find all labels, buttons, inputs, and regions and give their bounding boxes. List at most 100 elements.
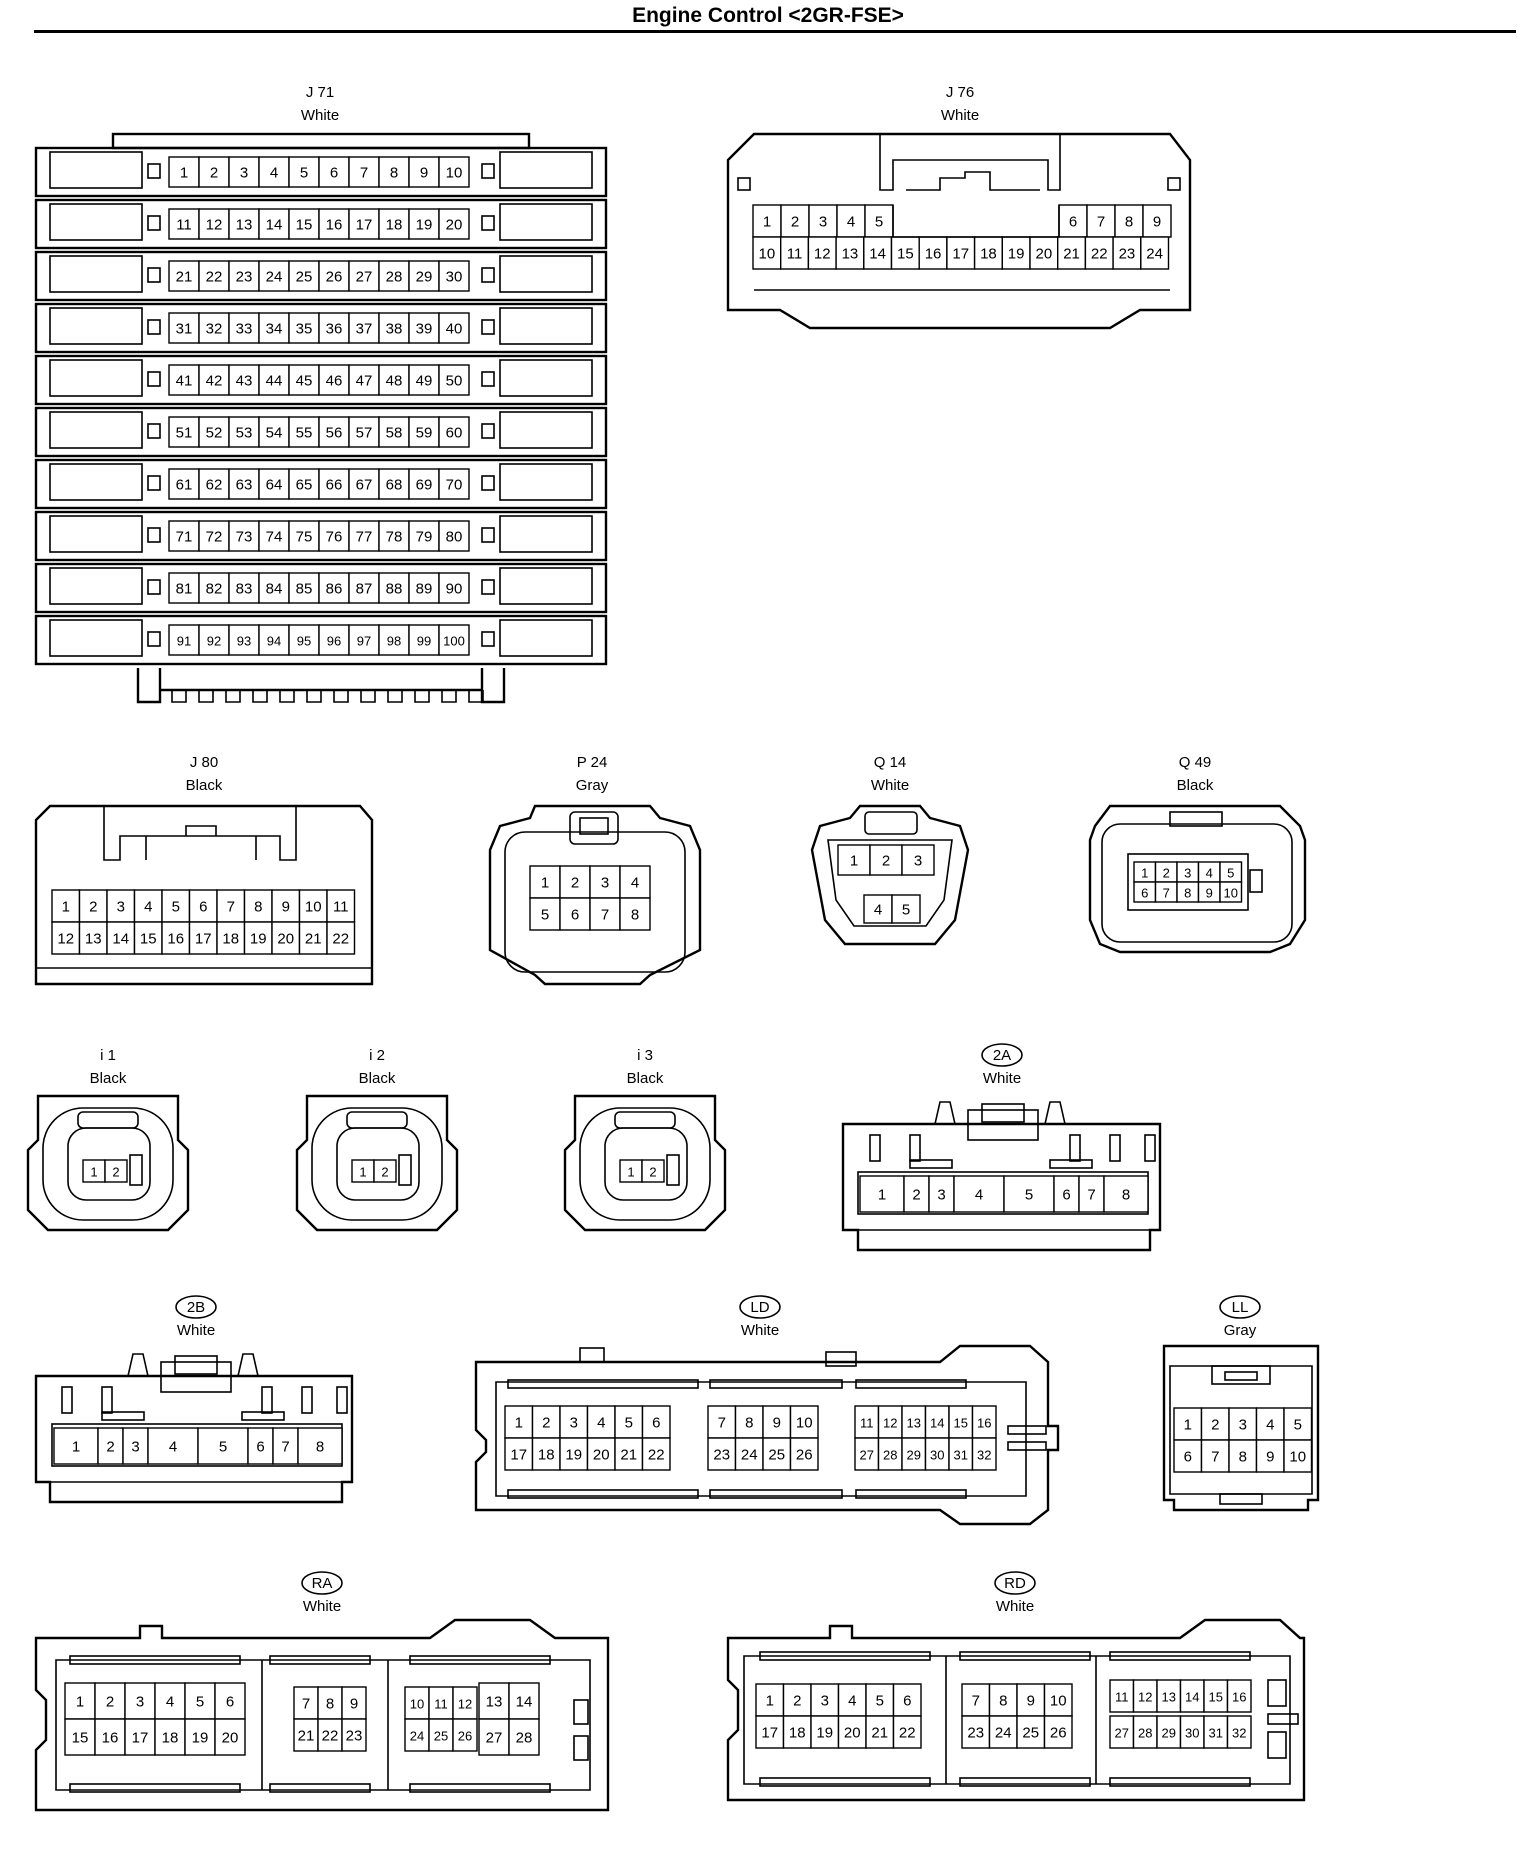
pin-label: 18 xyxy=(538,1447,555,1464)
pin-cell xyxy=(1140,236,1170,270)
pin-label: 11 xyxy=(860,1416,874,1431)
pin-label: 5 xyxy=(1294,1417,1302,1434)
pin-cell xyxy=(293,1686,319,1720)
connector-name: P 24 xyxy=(577,754,608,771)
pin-cell xyxy=(1001,236,1031,270)
pin-label: 4 xyxy=(848,1693,856,1710)
pin-cell xyxy=(891,894,921,924)
pin-label: 83 xyxy=(236,581,253,598)
pin-label: 17 xyxy=(132,1730,149,1747)
pin-label: 3 xyxy=(601,875,609,892)
pin-label: 30 xyxy=(1185,1726,1199,1741)
pin-label: 10 xyxy=(759,246,776,263)
pin-label: 30 xyxy=(930,1448,944,1463)
pin-label: 9 xyxy=(420,165,428,182)
pin-label: 10 xyxy=(1289,1449,1306,1466)
pin-label: 9 xyxy=(773,1415,781,1432)
pin-cell xyxy=(892,1683,922,1717)
pin-cell xyxy=(258,208,290,240)
pin-label: 15 xyxy=(1209,1690,1223,1705)
pin-label: 11 xyxy=(176,217,192,234)
pin-label: 52 xyxy=(206,425,223,442)
pin-cell xyxy=(348,208,380,240)
connector-color: Gray xyxy=(576,777,609,794)
pin-cell xyxy=(318,572,350,604)
pin-label: 97 xyxy=(357,634,371,649)
pin-label: 6 xyxy=(256,1439,264,1456)
pin-label: 2 xyxy=(1163,866,1170,881)
pin-label: 4 xyxy=(975,1187,983,1204)
pin-cell xyxy=(288,416,320,448)
pin-label: 2 xyxy=(210,165,218,182)
pin-label: 94 xyxy=(267,634,281,649)
pin-cell xyxy=(452,1686,478,1720)
pin-cell xyxy=(318,364,350,396)
pin-cell xyxy=(438,260,470,292)
pin-label: 2 xyxy=(882,853,890,870)
pin-label: 60 xyxy=(446,425,463,442)
pin-label: 17 xyxy=(356,217,373,234)
connector-name: J 76 xyxy=(946,84,974,101)
pin-label: 1 xyxy=(76,1694,84,1711)
pin-label: 6 xyxy=(1069,214,1077,231)
connector-color: White xyxy=(871,777,909,794)
pin-label: 28 xyxy=(516,1730,533,1747)
pin-cell xyxy=(903,1175,930,1213)
pin-label: 22 xyxy=(206,269,223,286)
pin-label: 16 xyxy=(167,931,184,948)
pin-cell xyxy=(228,468,260,500)
pin-label: 72 xyxy=(206,529,223,546)
pin-label: 5 xyxy=(625,1415,633,1432)
pin-label: 8 xyxy=(326,1696,334,1713)
pin-label: 8 xyxy=(631,907,639,924)
pin-label: 4 xyxy=(597,1415,605,1432)
pin-label: 49 xyxy=(416,373,433,390)
pin-label: 23 xyxy=(967,1725,984,1742)
pin-label: 25 xyxy=(768,1447,785,1464)
pin-label: 19 xyxy=(565,1447,582,1464)
connector-color: Black xyxy=(90,1070,127,1087)
pin-cell xyxy=(297,1427,343,1465)
pin-label: 7 xyxy=(1097,214,1105,231)
pin-label: 13 xyxy=(842,246,859,263)
pin-cell xyxy=(288,520,320,552)
pin-cell xyxy=(188,889,218,923)
connector-name-circle xyxy=(739,1295,781,1319)
pin-label: 1 xyxy=(72,1439,80,1456)
pin-cell xyxy=(508,1718,540,1756)
pin-cell xyxy=(1084,236,1114,270)
pin-label: 78 xyxy=(386,529,403,546)
pin-label: 1 xyxy=(90,1165,97,1180)
pin-label: 2 xyxy=(112,1165,119,1180)
pin-label: 7 xyxy=(601,907,609,924)
pin-label: 5 xyxy=(196,1694,204,1711)
pin-cell xyxy=(404,1718,430,1752)
pin-cell xyxy=(835,236,865,270)
pin-label: 71 xyxy=(176,529,193,546)
pin-label: 5 xyxy=(875,214,883,231)
pin-label: 31 xyxy=(176,321,193,338)
pin-label: 19 xyxy=(192,1730,209,1747)
pin-label: 6 xyxy=(652,1415,660,1432)
pin-cell xyxy=(168,156,200,188)
pin-cell xyxy=(408,208,440,240)
pin-label: 5 xyxy=(541,907,549,924)
connector-name-circle xyxy=(175,1295,217,1319)
pin-cell xyxy=(1226,1715,1252,1749)
pin-cell xyxy=(789,1437,819,1471)
pin-cell xyxy=(438,468,470,500)
pin-label: 21 xyxy=(1063,246,1080,263)
pin-label: 11 xyxy=(434,1697,448,1712)
pin-label: 12 xyxy=(883,1416,897,1431)
title-rule xyxy=(34,30,1516,33)
pin-cell xyxy=(317,1718,343,1752)
pin-cell xyxy=(168,468,200,500)
connector-name: i 3 xyxy=(637,1047,653,1064)
pin-cell xyxy=(53,1427,99,1465)
pin-cell xyxy=(341,1718,367,1752)
pin-cell xyxy=(614,1437,644,1471)
connector-color: Black xyxy=(359,1070,396,1087)
